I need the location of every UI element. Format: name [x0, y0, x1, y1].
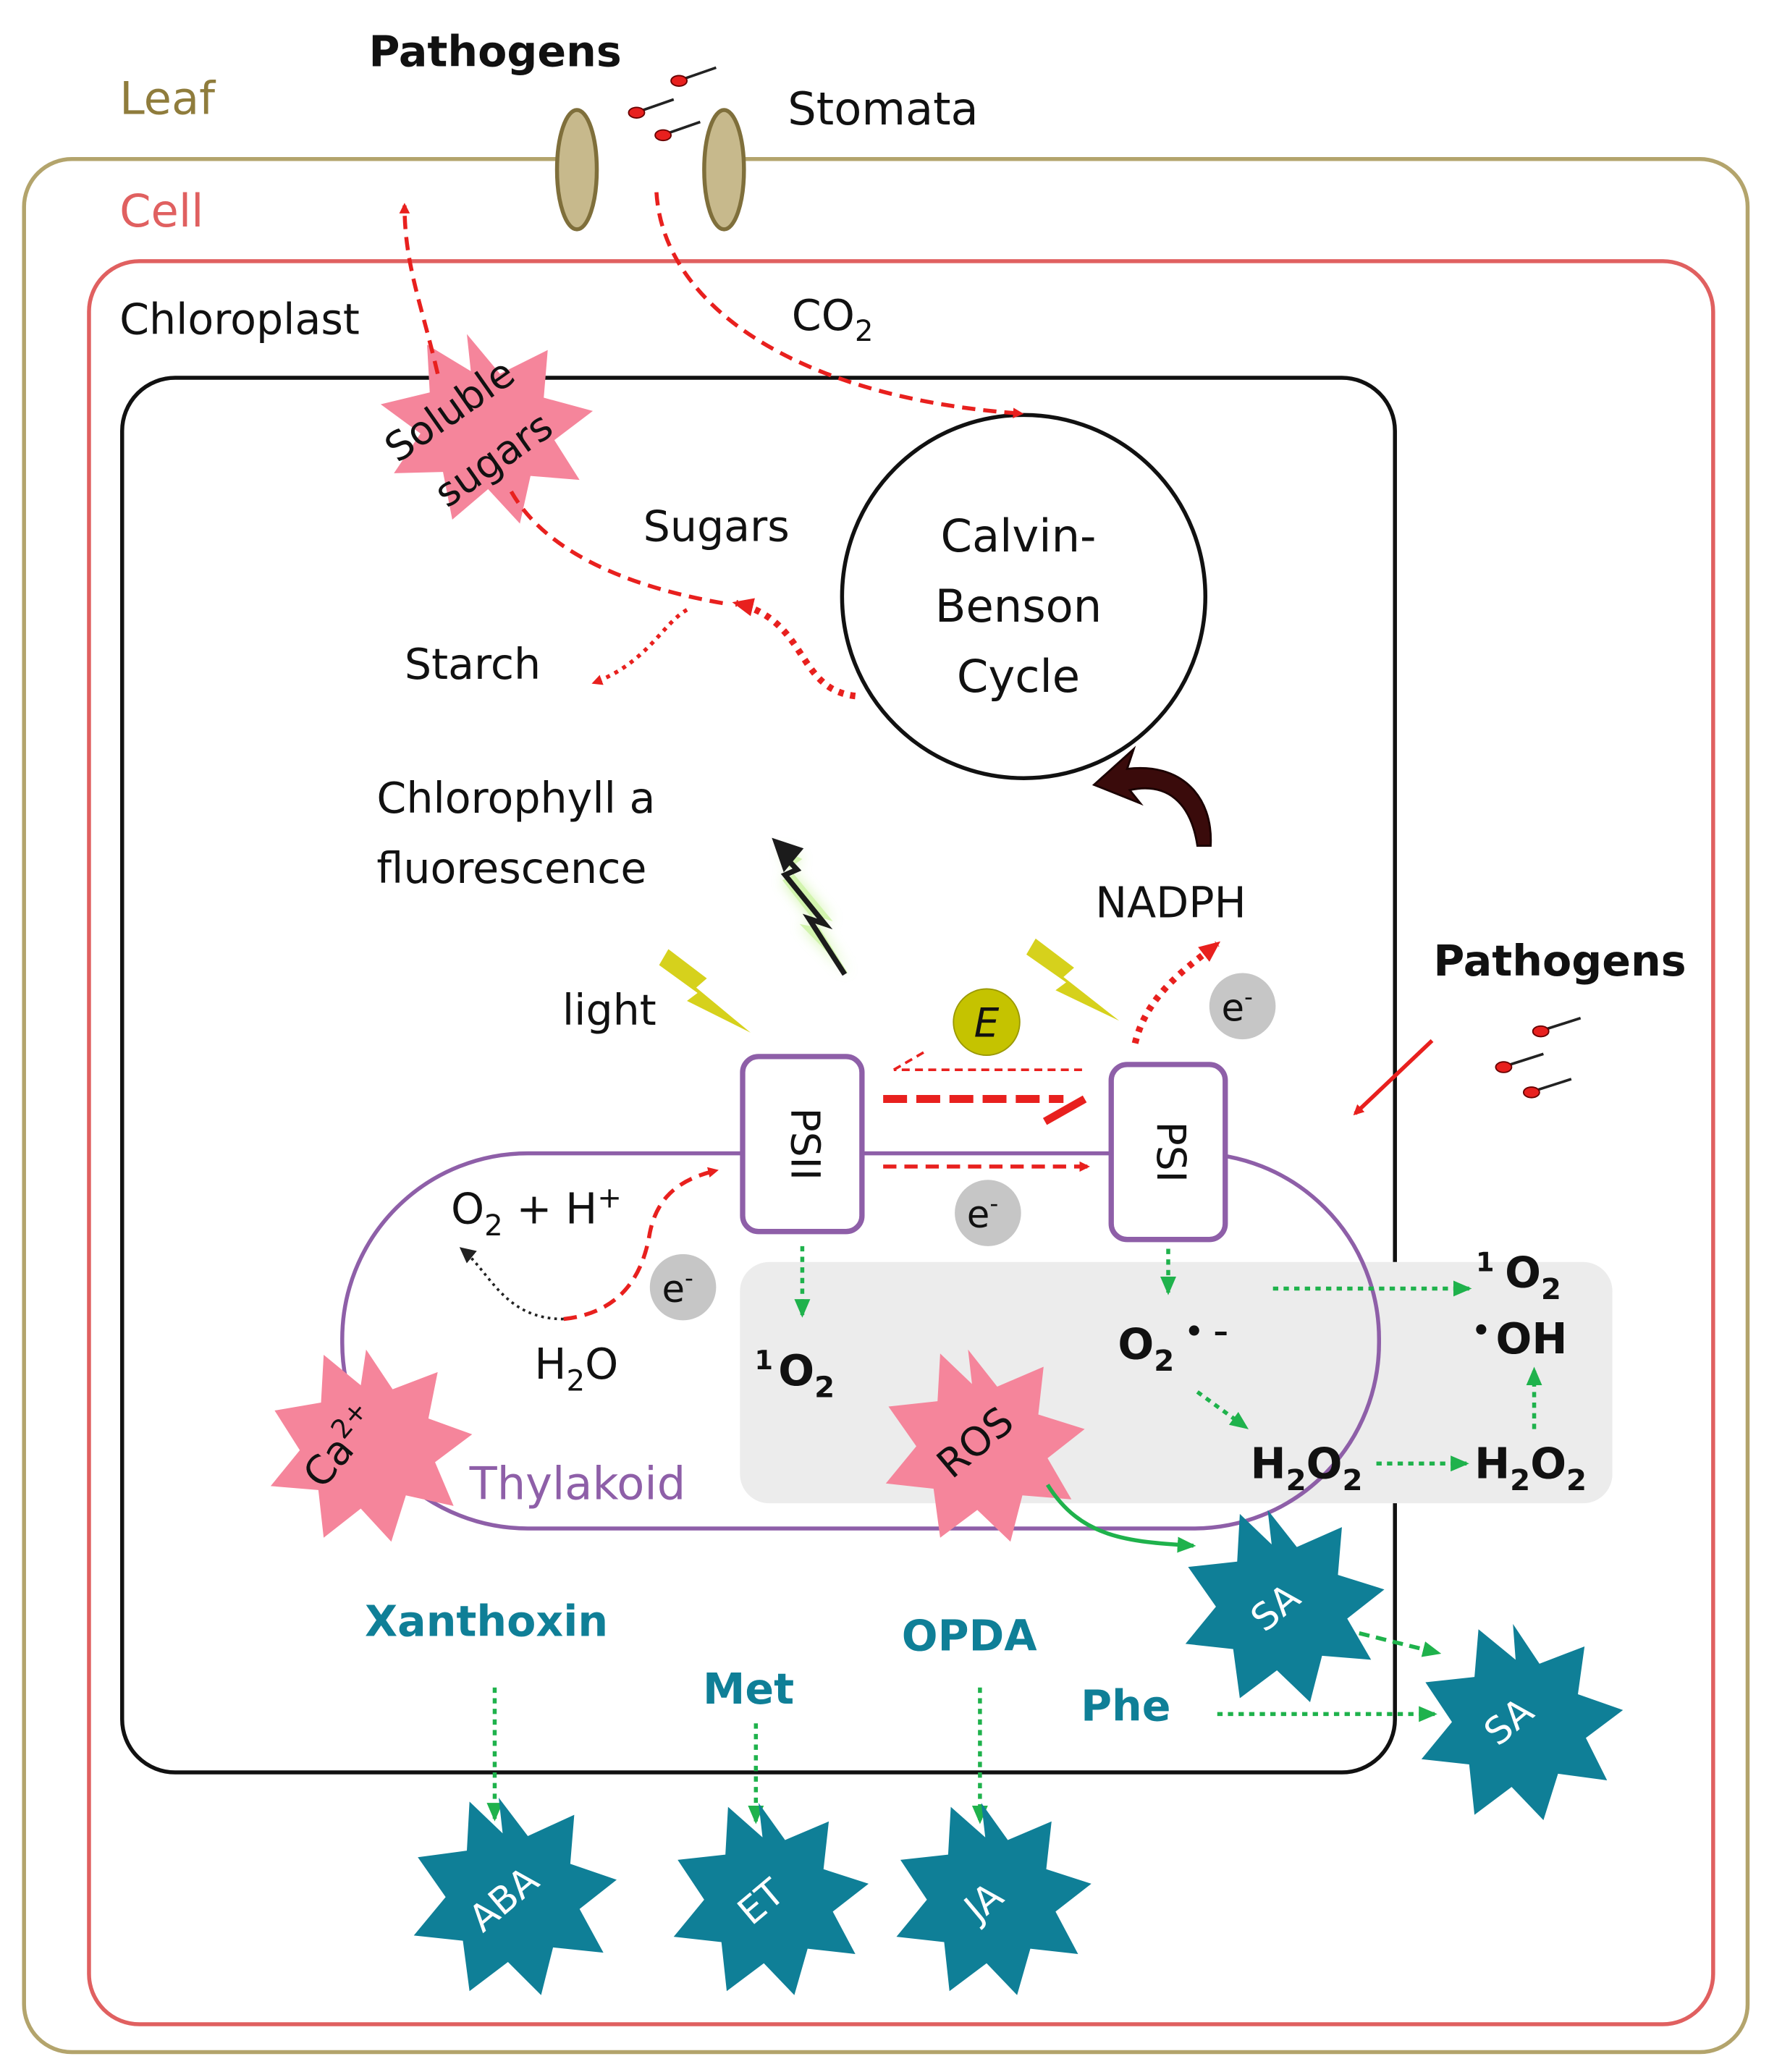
- ros-to-sa-arrow: [1045, 1484, 1196, 1553]
- stomata-gap: [594, 145, 712, 173]
- calvin-label-line1: Calvin-: [940, 509, 1096, 562]
- ja-star: [896, 1803, 1092, 1995]
- met-label: Met: [703, 1665, 794, 1714]
- sa-star-inner: [1185, 1510, 1385, 1702]
- h2o2-label-right: H2O2: [1474, 1439, 1587, 1497]
- o2-h-label: O2 + H+: [451, 1181, 622, 1243]
- reverse-electron-arrow: [892, 1049, 1082, 1072]
- stomata-label: Stomata: [788, 83, 978, 135]
- soluble-sugars-star: [380, 334, 594, 524]
- fluorescence-bolt-icon: [772, 837, 849, 976]
- aba-star: [413, 1797, 617, 1995]
- chlorophyll-label-line1: Chlorophyll a: [376, 774, 655, 823]
- pathogens-top-label: Pathogens: [368, 28, 621, 77]
- guard-cell-right: [702, 108, 746, 232]
- electron-badge-water: e-: [649, 1253, 717, 1321]
- chlorophyll-label-line2: fluorescence: [376, 844, 646, 893]
- nadph-label: NADPH: [1095, 879, 1246, 928]
- sugars-export-arrow: [399, 203, 440, 375]
- e-field-circle: [953, 988, 1021, 1056]
- pathogen-icons-right: [1495, 1017, 1582, 1099]
- opda-label: OPDA: [902, 1612, 1037, 1661]
- light-bolt-icon-right: [1026, 938, 1120, 1021]
- svg-text:e-: e-: [967, 1189, 998, 1237]
- ros-star: [885, 1349, 1085, 1542]
- calvin-label-line2: Benson: [935, 580, 1102, 633]
- starch-label: Starch: [405, 640, 541, 689]
- phe-label: Phe: [1081, 1682, 1170, 1731]
- leaf-outline: [22, 157, 1750, 2055]
- sugars-label: Sugars: [643, 502, 790, 551]
- water-to-oxygen-arrow: [459, 1247, 564, 1321]
- psi-label: PSI: [1148, 1122, 1194, 1183]
- electron-badge-center: e-: [955, 1180, 1021, 1246]
- water-to-psii-arrow: [563, 1167, 719, 1322]
- light-bolt-icon-left: [659, 949, 751, 1033]
- cell-outline: [87, 259, 1715, 2026]
- guard-cell-left: [554, 108, 599, 232]
- co2-label: CO2: [792, 291, 874, 348]
- psi-to-nadph-arrow: [1131, 941, 1221, 1044]
- et-star: [673, 1803, 869, 1995]
- electron-badge-nadph: e-: [1209, 973, 1276, 1040]
- psi-complex: [1108, 1062, 1228, 1243]
- psii-to-psi-thick-arrowhead: [1042, 1095, 1087, 1125]
- calcium-star: [270, 1349, 473, 1542]
- xanthoxin-label: Xanthoxin: [365, 1597, 608, 1646]
- calvin-to-sugars-arrow: [732, 598, 856, 700]
- e-field-label: E: [974, 999, 1000, 1046]
- co2-arrow: [654, 192, 1024, 419]
- light-label: light: [562, 986, 656, 1035]
- hydroxyl-label: •OH: [1472, 1314, 1567, 1363]
- svg-text:e-: e-: [1222, 982, 1253, 1030]
- pathogen-attack-arrow: [1353, 1039, 1434, 1116]
- h2o2-label-left: H2O2: [1251, 1439, 1363, 1497]
- psii-complex: [740, 1054, 865, 1235]
- thylakoid-label: Thylakoid: [469, 1458, 686, 1510]
- chloroplast-label: Chloroplast: [119, 295, 360, 344]
- pathogens-right-label: Pathogens: [1433, 936, 1686, 986]
- sugars-to-starch-arrow: [591, 608, 688, 685]
- calvin-benson-cycle: [840, 413, 1208, 780]
- psii-label: PSII: [782, 1108, 828, 1180]
- h2o-label: H2O: [534, 1340, 618, 1397]
- nadph-to-calvin-arrow: [1092, 745, 1212, 847]
- calvin-label-line3: Cycle: [957, 650, 1080, 703]
- sa-to-sa-arrow: [1359, 1631, 1442, 1657]
- leaf-label: Leaf: [119, 72, 216, 125]
- pathogen-icons-top: [628, 66, 717, 142]
- svg-text:e-: e-: [662, 1264, 693, 1311]
- superoxide-label: O2• –: [1118, 1315, 1228, 1378]
- sugars-to-soluble-arrow: [509, 489, 723, 606]
- cell-label: Cell: [119, 185, 203, 237]
- sa-star-outer: [1421, 1623, 1624, 1820]
